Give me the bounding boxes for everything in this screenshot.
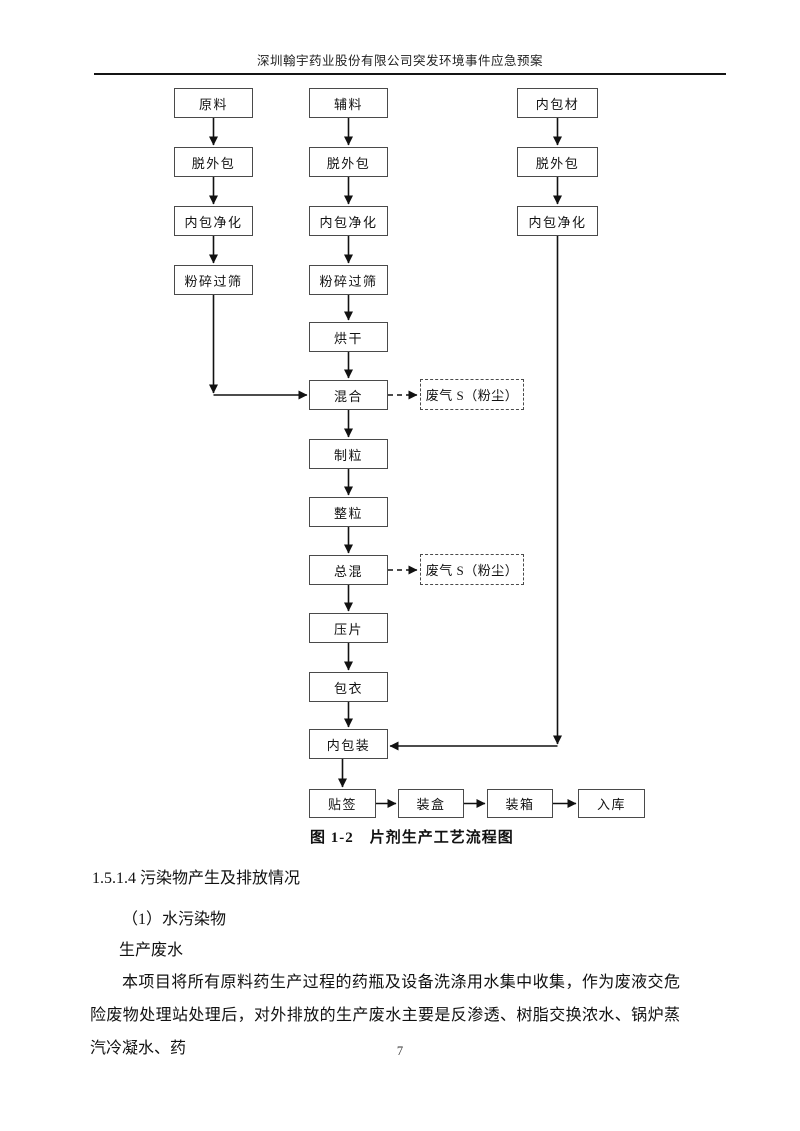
sub-heading: （1）水污染物 — [122, 911, 227, 928]
header-rule — [94, 73, 726, 75]
sub-sub-heading: 生产废水 — [119, 942, 184, 959]
flow-box-warehouse: 入库 — [578, 789, 645, 818]
flow-box-granulate: 制粒 — [309, 439, 388, 469]
flow-box-box-pack: 装盒 — [398, 789, 464, 818]
flow-box-de-outer-pack-2: 脱外包 — [309, 147, 388, 177]
page-number: 7 — [396, 1044, 404, 1058]
body-paragraph: 本项目将所有原料药生产过程的药瓶及设备洗涤用水集中收集，作为废液交危险废物处理站… — [90, 974, 680, 1057]
section-heading: 1.5.1.4 污染物产生及排放情况 — [92, 870, 301, 887]
flow-box-raw-material: 原料 — [174, 88, 253, 118]
flow-box-inner-purify-2: 内包净化 — [309, 206, 388, 236]
flow-box-excipient: 辅料 — [309, 88, 388, 118]
header-title: 深圳翰宇药业股份有限公司突发环境事件应急预案 — [256, 54, 543, 68]
flow-box-crush-sieve-2: 粉碎过筛 — [309, 265, 388, 295]
figure-caption: 图 1-2 片剂生产工艺流程图 — [310, 830, 514, 846]
flow-box-final-mix: 总混 — [309, 555, 388, 585]
flow-box-waste-gas-dust-1: 废气 S（粉尘） — [420, 379, 524, 410]
flow-box-size-granule: 整粒 — [309, 497, 388, 527]
flow-box-inner-pack-material: 内包材 — [517, 88, 598, 118]
flow-box-mix: 混合 — [309, 380, 388, 410]
flow-box-inner-packaging: 内包装 — [309, 729, 388, 759]
flow-box-de-outer-pack-3: 脱外包 — [517, 147, 598, 177]
flow-box-dry: 烘干 — [309, 322, 388, 352]
flow-box-coating: 包衣 — [309, 672, 388, 702]
flow-box-label: 贴签 — [309, 789, 376, 818]
flow-box-inner-purify-1: 内包净化 — [174, 206, 253, 236]
flow-box-carton-pack: 装箱 — [487, 789, 553, 818]
flow-box-inner-purify-3: 内包净化 — [517, 206, 598, 236]
flow-box-de-outer-pack-1: 脱外包 — [174, 147, 253, 177]
flow-box-tablet-press: 压片 — [309, 613, 388, 643]
flow-box-crush-sieve-1: 粉碎过筛 — [174, 265, 253, 295]
flow-box-waste-gas-dust-2: 废气 S（粉尘） — [420, 554, 524, 585]
